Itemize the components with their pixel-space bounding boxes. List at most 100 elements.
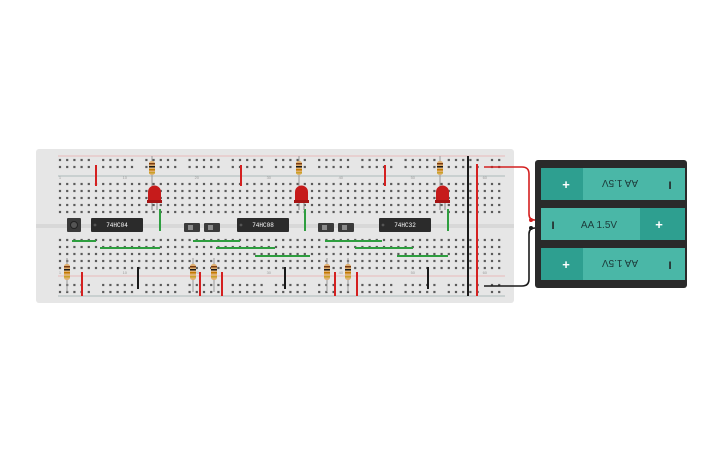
breadboard-hole[interactable] [447,203,450,207]
breadboard-hole[interactable] [66,196,69,200]
breadboard-hole[interactable] [462,189,465,193]
breadboard-hole[interactable] [58,189,62,193]
breadboard-hole[interactable] [58,252,62,256]
breadboard-hole[interactable] [433,259,436,263]
breadboard-hole[interactable] [210,165,213,169]
breadboard-hole[interactable] [87,158,90,162]
breadboard-hole[interactable] [433,245,436,249]
breadboard-hole[interactable] [418,290,422,294]
breadboard-hole[interactable] [303,165,306,169]
breadboard-hole[interactable] [181,196,184,200]
breadboard-hole[interactable] [188,259,191,263]
breadboard-hole[interactable] [469,189,472,193]
breadboard-hole[interactable] [210,158,213,162]
breadboard-hole[interactable] [310,182,314,186]
breadboard-hole[interactable] [368,252,371,256]
breadboard-hole[interactable] [490,238,494,242]
breadboard-hole[interactable] [289,165,292,169]
breadboard-hole[interactable] [368,259,371,263]
breadboard-hole[interactable] [195,266,198,270]
breadboard-hole[interactable] [382,266,386,270]
breadboard-hole[interactable] [246,266,249,270]
breadboard-hole[interactable] [462,165,465,169]
breadboard-hole[interactable] [181,182,184,186]
breadboard-hole[interactable] [109,158,112,162]
breadboard-hole[interactable] [289,182,292,186]
breadboard-hole[interactable] [238,203,242,207]
breadboard-hole[interactable] [80,158,83,162]
breadboard-hole[interactable] [462,158,465,162]
breadboard-hole[interactable] [116,259,119,263]
breadboard-hole[interactable] [418,245,422,249]
breadboard-hole[interactable] [361,283,364,287]
breadboard-hole[interactable] [318,203,321,207]
breadboard-hole[interactable] [166,283,170,287]
breadboard-hole[interactable] [109,182,112,186]
breadboard-hole[interactable] [87,252,90,256]
breadboard-hole[interactable] [433,252,436,256]
breadboard-hole[interactable] [426,252,429,256]
breadboard-hole[interactable] [282,290,285,294]
breadboard-hole[interactable] [490,283,494,287]
breadboard-hole[interactable] [195,245,198,249]
breadboard-hole[interactable] [123,210,126,214]
breadboard-hole[interactable] [274,283,278,287]
breadboard-hole[interactable] [246,290,249,294]
breadboard-hole[interactable] [426,238,429,242]
breadboard-hole[interactable] [375,165,378,169]
breadboard-hole[interactable] [490,158,494,162]
breadboard-hole[interactable] [166,259,170,263]
breadboard-hole[interactable] [224,196,227,200]
breadboard-hole[interactable] [433,165,436,169]
breadboard-hole[interactable] [469,266,472,270]
breadboard-hole[interactable] [454,203,458,207]
breadboard-hole[interactable] [289,189,292,193]
breadboard-hole[interactable] [440,252,443,256]
breadboard-hole[interactable] [123,189,126,193]
breadboard-hole[interactable] [174,165,177,169]
breadboard-hole[interactable] [202,196,206,200]
breadboard-hole[interactable] [375,283,378,287]
breadboard-hole[interactable] [80,203,83,207]
breadboard-hole[interactable] [152,182,155,186]
breadboard-hole[interactable] [123,165,126,169]
breadboard-hole[interactable] [145,210,148,214]
breadboard-hole[interactable] [267,196,270,200]
breadboard-hole[interactable] [109,196,112,200]
breadboard-hole[interactable] [469,238,472,242]
breadboard-hole[interactable] [426,203,429,207]
breadboard-hole[interactable] [102,165,105,169]
breadboard-hole[interactable] [66,238,69,242]
breadboard-hole[interactable] [217,203,220,207]
breadboard-hole[interactable] [418,182,422,186]
breadboard-hole[interactable] [462,283,465,287]
breadboard-hole[interactable] [346,203,350,207]
breadboard-hole[interactable] [159,158,162,162]
breadboard-hole[interactable] [368,283,371,287]
breadboard-hole[interactable] [404,259,407,263]
breadboard-hole[interactable] [123,238,126,242]
breadboard-hole[interactable] [339,158,342,162]
breadboard-hole[interactable] [368,182,371,186]
breadboard-hole[interactable] [411,252,414,256]
breadboard-hole[interactable] [66,210,69,214]
breadboard-hole[interactable] [246,210,249,214]
breadboard-hole[interactable] [404,238,407,242]
breadboard-hole[interactable] [73,252,76,256]
breadboard-hole[interactable] [116,196,119,200]
breadboard-hole[interactable] [274,189,278,193]
breadboard-hole[interactable] [368,210,371,214]
breadboard-hole[interactable] [231,266,234,270]
breadboard-hole[interactable] [375,158,378,162]
breadboard-hole[interactable] [210,259,213,263]
breadboard-hole[interactable] [66,189,69,193]
breadboard-hole[interactable] [332,182,335,186]
breadboard-hole[interactable] [397,210,400,214]
breadboard-hole[interactable] [454,165,458,169]
breadboard-hole[interactable] [490,290,494,294]
breadboard-hole[interactable] [375,290,378,294]
breadboard-hole[interactable] [325,252,328,256]
breadboard-hole[interactable] [66,252,69,256]
breadboard-hole[interactable] [130,203,134,207]
breadboard-hole[interactable] [130,259,134,263]
